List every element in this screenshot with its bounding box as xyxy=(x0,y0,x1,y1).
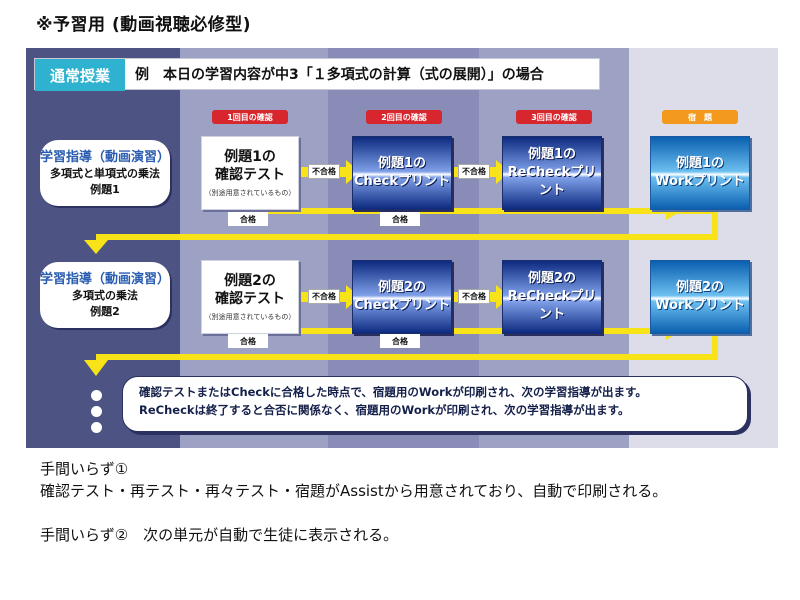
recheck-title: ReCheckプリント xyxy=(507,165,597,198)
recheck-print-box-row1: 例題1の ReCheckプリント xyxy=(502,136,602,210)
guidance-box-row2: 学習指導（動画演習） 多項式の乗法 例題2 xyxy=(40,262,170,328)
body-text: 手間いらず① 確認テスト・再テスト・再々テスト・宿題がAssistから用意されて… xyxy=(40,458,780,546)
recheck-print-box-row2: 例題2の ReCheckプリント xyxy=(502,260,602,334)
confirm-test-box-row2: 例題2の 確認テスト （別途用意されているもの） xyxy=(201,260,299,334)
test-note: （別途用意されているもの） xyxy=(204,189,296,197)
arrow-row1-pass-line xyxy=(234,208,718,214)
spacer xyxy=(40,502,780,524)
page-title: ※予習用 (動画視聴必修型) xyxy=(36,15,251,35)
guidance-topic: 多項式の乗法 xyxy=(72,288,138,302)
guidance-box-row1: 学習指導（動画演習） 多項式と単項式の乗法 例題1 xyxy=(40,140,170,206)
check-print-box-row1: 例題1の Checkプリント xyxy=(352,136,452,210)
recheck-example: 例題2の xyxy=(527,271,577,286)
fail-label: 不合格 xyxy=(458,289,490,304)
feature-1-text: 確認テスト・再テスト・再々テスト・宿題がAssistから用意されており、自動で印… xyxy=(40,482,668,500)
bullet-dot xyxy=(91,422,102,433)
header-bar: 通常授業 例 本日の学習内容が中3「１多項式の計算（式の展開）」の場合 xyxy=(34,58,600,91)
test-example: 例題2の xyxy=(224,273,276,289)
badge-check-2: 2回目の確認 xyxy=(366,110,442,124)
feature-1-heading: 手間いらず① xyxy=(40,460,129,478)
guidance-example: 例題2 xyxy=(90,304,120,318)
note-line-1: 確認テストまたはCheckに合格した時点で、宿題用のWorkが印刷され、次の学習… xyxy=(139,385,647,399)
guidance-title: 学習指導（動画演習） xyxy=(40,149,171,165)
check-title: Checkプリント xyxy=(354,298,450,313)
test-title: 確認テスト xyxy=(215,291,285,307)
work-title: Workプリント xyxy=(655,298,745,313)
recheck-title: ReCheckプリント xyxy=(507,289,597,322)
work-example: 例題2の xyxy=(675,280,725,295)
badge-check-3: 3回目の確認 xyxy=(516,110,592,124)
pass-label: 合格 xyxy=(228,334,268,348)
check-print-box-row2: 例題2の Checkプリント xyxy=(352,260,452,334)
pass-label: 合格 xyxy=(380,334,420,348)
work-example: 例題1の xyxy=(675,156,725,171)
pass-label: 合格 xyxy=(228,212,268,226)
test-example: 例題1の xyxy=(224,149,276,165)
arrow-row2-pass-line xyxy=(234,328,718,334)
bullet-dot xyxy=(91,406,102,417)
arrow-return-1 xyxy=(96,234,718,240)
arrow-return-2 xyxy=(96,354,718,360)
check-title: Checkプリント xyxy=(354,174,450,189)
note-line-2: ReCheckは終了すると合否に関係なく、宿題用のWorkが印刷され、次の学習指… xyxy=(139,403,630,417)
confirm-test-box-row1: 例題1の 確認テスト （別途用意されているもの） xyxy=(201,136,299,210)
work-print-box-row1: 例題1の Workプリント xyxy=(650,136,750,210)
badge-homework: 宿 題 xyxy=(662,110,738,124)
check-example: 例題2の xyxy=(377,280,427,295)
feature-2-text: 手間いらず② 次の単元が自動で生徒に表示される。 xyxy=(40,526,399,544)
regular-class-tag: 通常授業 xyxy=(35,59,125,91)
flow-diagram-panel: 通常授業 例 本日の学習内容が中3「１多項式の計算（式の展開）」の場合 1回目の… xyxy=(26,48,778,448)
header-text: 例 本日の学習内容が中3「１多項式の計算（式の展開）」の場合 xyxy=(135,67,544,83)
note-box: 確認テストまたはCheckに合格した時点で、宿題用のWorkが印刷され、次の学習… xyxy=(122,376,748,432)
test-title: 確認テスト xyxy=(215,167,285,183)
badge-check-1: 1回目の確認 xyxy=(212,110,288,124)
guidance-example: 例題1 xyxy=(90,182,120,196)
test-note: （別途用意されているもの） xyxy=(204,313,296,321)
fail-label: 不合格 xyxy=(458,164,490,179)
fail-label: 不合格 xyxy=(308,164,340,179)
recheck-example: 例題1の xyxy=(527,147,577,162)
work-title: Workプリント xyxy=(655,174,745,189)
fail-label: 不合格 xyxy=(308,289,340,304)
guidance-title: 学習指導（動画演習） xyxy=(40,271,171,287)
guidance-topic: 多項式と単項式の乗法 xyxy=(50,166,160,180)
arrow-down-row2 xyxy=(84,240,108,254)
arrow-down-note xyxy=(84,360,108,376)
check-example: 例題1の xyxy=(377,156,427,171)
pass-label: 合格 xyxy=(380,212,420,226)
bullet-dot xyxy=(91,390,102,401)
work-print-box-row2: 例題2の Workプリント xyxy=(650,260,750,334)
